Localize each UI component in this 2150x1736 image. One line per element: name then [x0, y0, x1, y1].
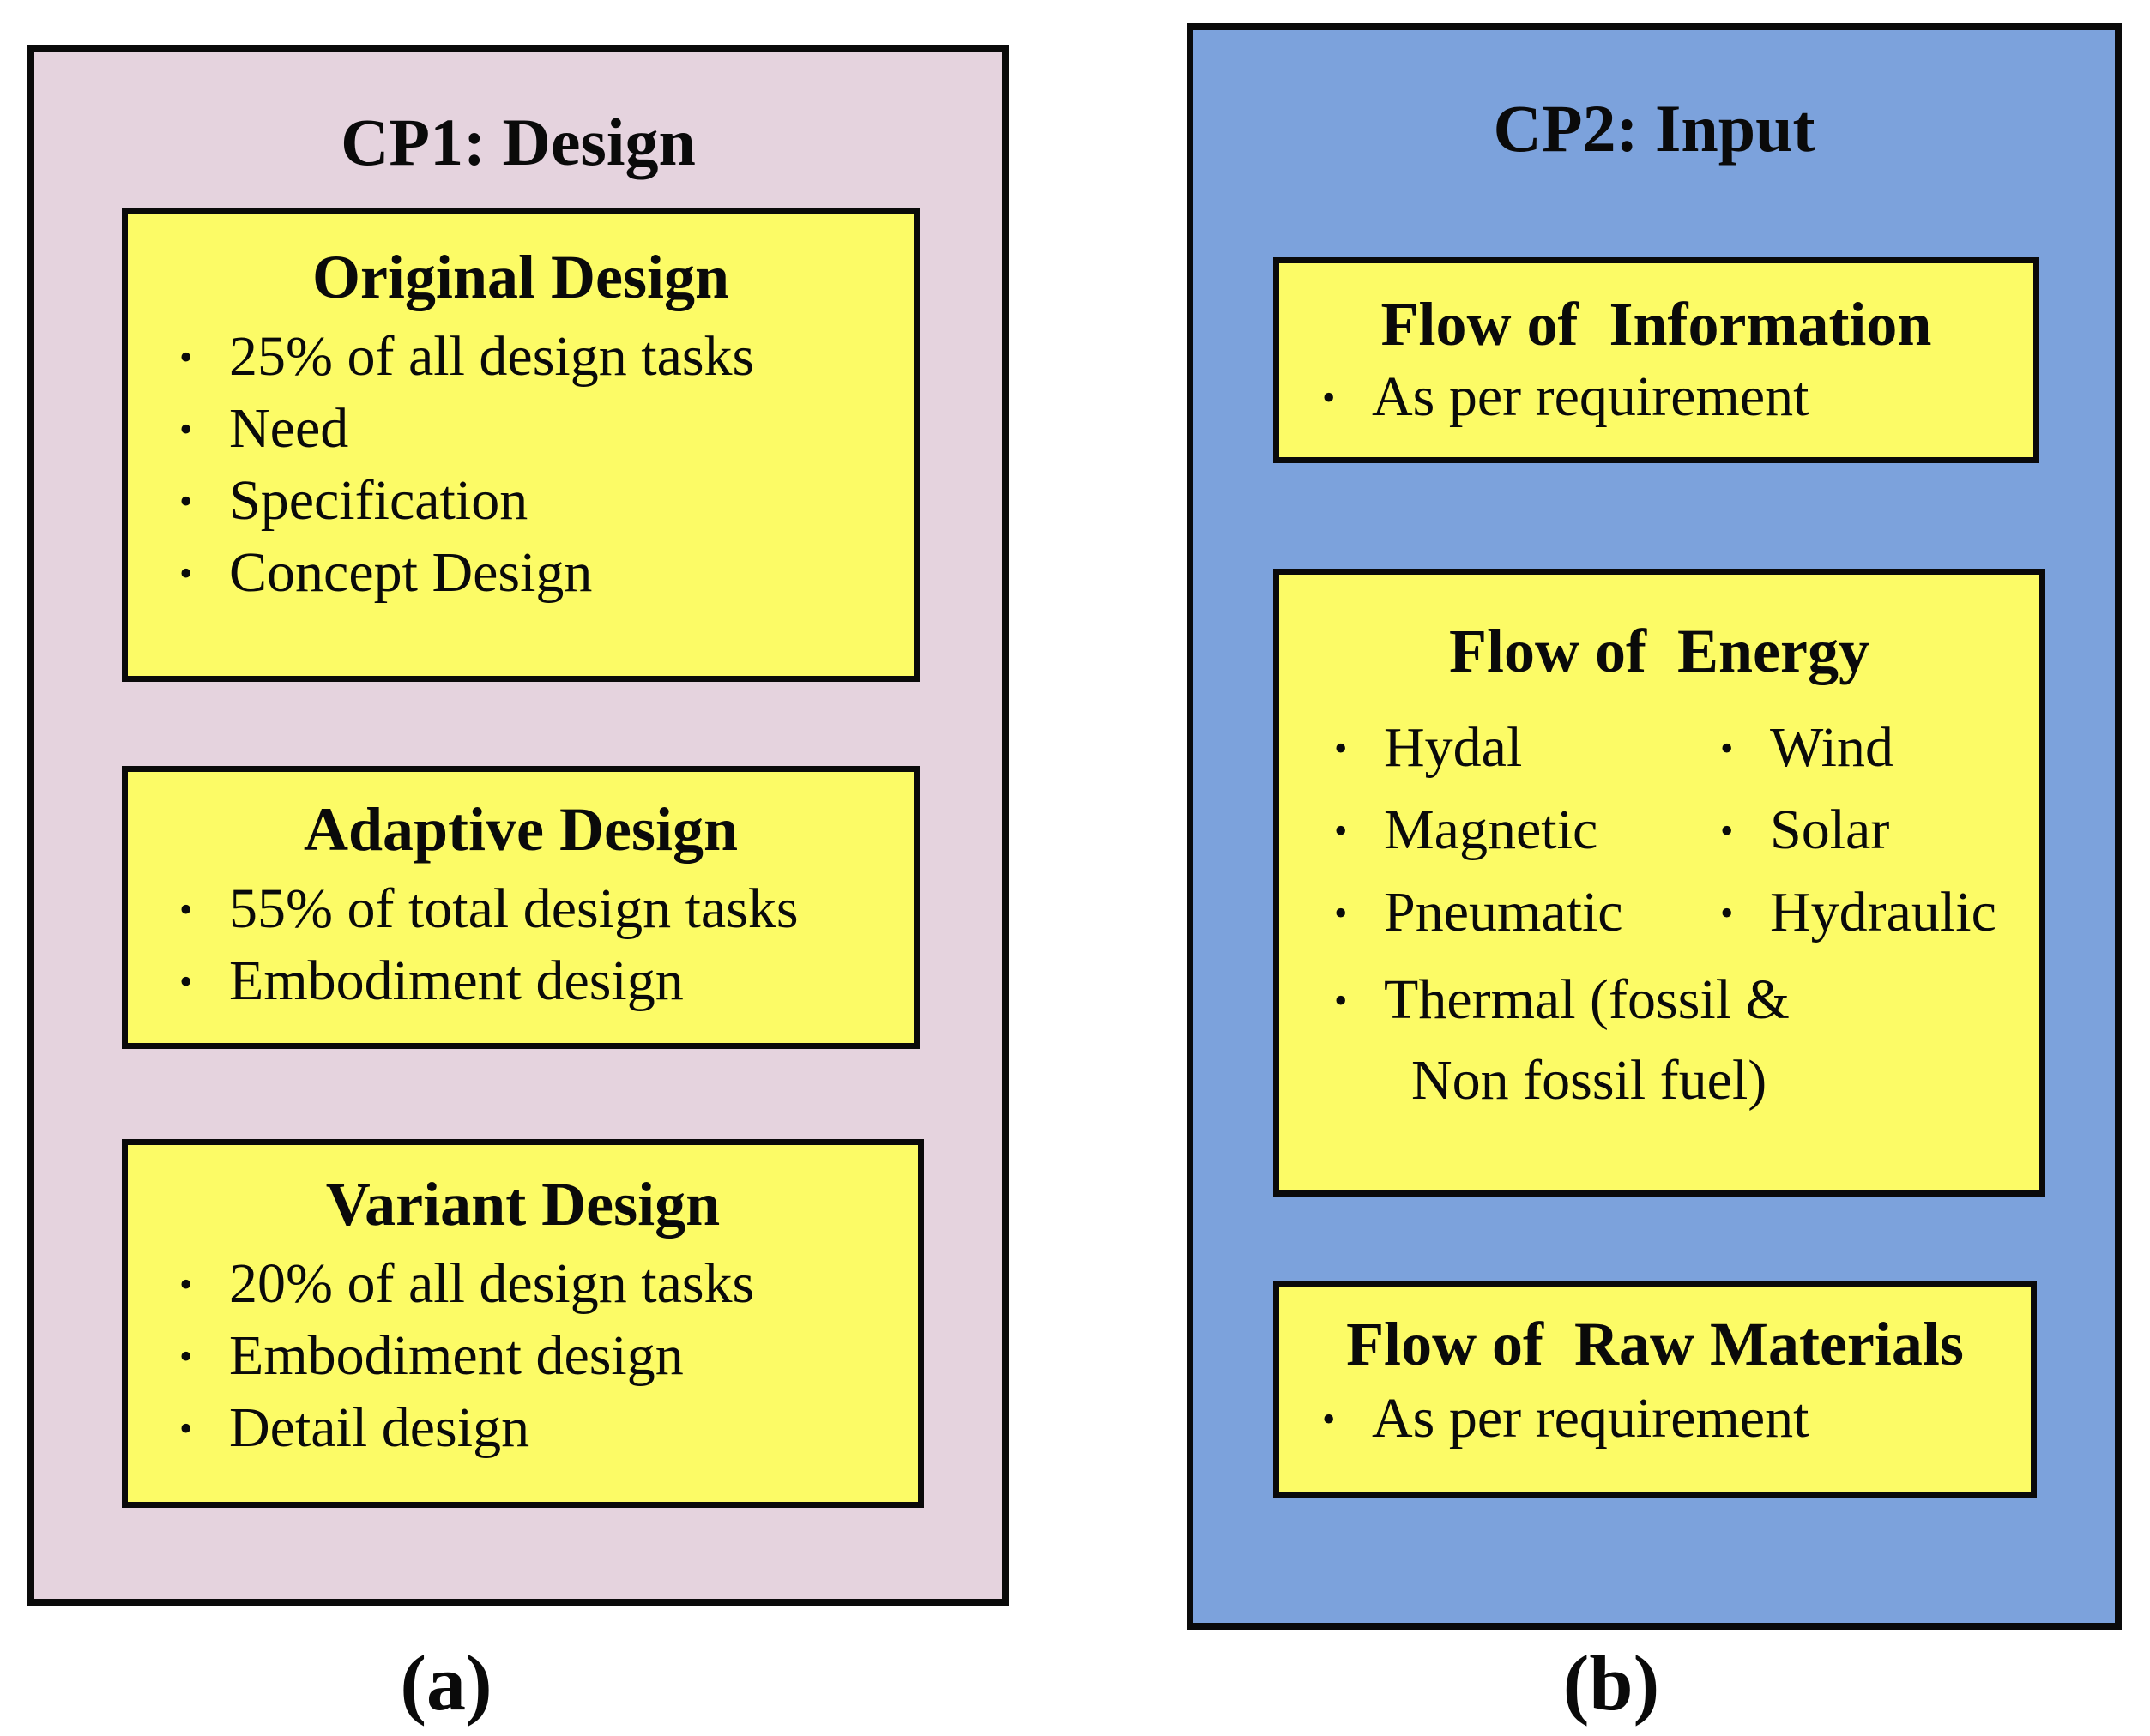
list-item: • Solar [1708, 798, 2039, 863]
list-item-text: 20% of all design tasks [229, 1252, 755, 1316]
flow-of-energy-box: Flow of Energy • Hydal • Wind • Magnet [1273, 569, 2045, 1197]
list-item-text: Hydraulic [1770, 880, 1996, 943]
list-item-text: Pneumatic [1384, 880, 1623, 943]
list-item: • Embodiment design [128, 949, 914, 1014]
list-item: • Magnetic [1322, 798, 1708, 863]
adaptive-design-title: Adaptive Design [303, 795, 739, 864]
bullet-icon: • [1720, 809, 1734, 852]
bullet-icon: • [1322, 377, 1336, 419]
panel-cp1-title: CP1: Design [341, 105, 696, 179]
panel-cp2-title: CP2: Input [1493, 91, 1815, 166]
list-item-text: Embodiment design [229, 949, 684, 1012]
adaptive-design-box: Adaptive Design • 55% of total design ta… [122, 766, 920, 1049]
bullet-icon: • [1334, 891, 1348, 934]
original-design-box: Original Design • 25% of all design task… [122, 208, 920, 682]
energy-list: • Hydal • Wind • Magnetic • Sola [1279, 715, 2039, 1112]
list-item-text: Specification [229, 468, 528, 532]
list-item: • Pneumatic [1322, 880, 1708, 945]
list-item-text: Wind [1770, 716, 1893, 780]
bullet-icon: • [1720, 727, 1734, 770]
bullet-icon: • [179, 336, 193, 379]
caption-b: (b) [1562, 1639, 1660, 1727]
energy-row: • Magnetic • Solar [1322, 798, 2039, 863]
flow-of-raw-materials-box: Flow of Raw Materials • As per requireme… [1273, 1281, 2037, 1498]
bullet-icon: • [1334, 727, 1348, 770]
list-item: • 20% of all design tasks [128, 1251, 918, 1317]
panel-cp1-design: CP1: Design Original Design • 25% of all… [27, 45, 1009, 1606]
list-item: • As per requirement [1279, 1386, 2031, 1451]
list-item-text: 25% of all design tasks [229, 325, 755, 389]
energy-row: • Hydal • Wind [1322, 715, 2039, 781]
list-item: • Wind [1708, 715, 2039, 781]
list-item: • Hydal [1322, 715, 1708, 781]
list-item: • 25% of all design tasks [128, 324, 914, 389]
list-item: • 55% of total design tasks [128, 877, 914, 942]
list-item-text: 55% of total design tasks [229, 877, 799, 941]
list-item-text: Concept Design [229, 540, 593, 604]
flow-of-information-box: Flow of Information • As per requirement [1273, 257, 2039, 463]
list-item: • Need [128, 396, 914, 461]
flow-of-energy-title: Flow of Energy [1449, 617, 1869, 685]
list-item-text: Thermal (fossil & [1384, 967, 1790, 1031]
flow-of-raw-materials-title: Flow of Raw Materials [1346, 1310, 1964, 1378]
energy-row: • Pneumatic • Hydraulic [1322, 880, 2039, 945]
bullet-icon: • [179, 1263, 193, 1306]
list-item-text: Non fossil fuel) [1411, 1048, 1767, 1112]
list-item-text: Hydal [1384, 716, 1523, 780]
bullet-icon: • [179, 1335, 193, 1377]
bullet-icon: • [179, 479, 193, 522]
list-item-text: Need [229, 396, 349, 460]
bullet-icon: • [179, 889, 193, 931]
variant-design-title: Variant Design [325, 1170, 721, 1239]
list-item: • Hydraulic [1708, 880, 2039, 945]
bullet-icon: • [179, 960, 193, 1003]
list-item: • Concept Design [128, 540, 914, 606]
list-item-text: Magnetic [1384, 798, 1598, 861]
bullet-icon: • [1720, 891, 1734, 934]
caption-a: (a) [400, 1639, 492, 1727]
list-item: • Specification [128, 468, 914, 533]
bullet-icon: • [179, 552, 193, 594]
list-item: • Embodiment design [128, 1323, 918, 1389]
list-item-text: Solar [1770, 798, 1890, 861]
panel-cp2-input: CP2: Input Flow of Information • As per … [1187, 23, 2122, 1630]
bullet-icon: • [179, 1407, 193, 1450]
list-item: • Thermal (fossil & Non fossil fuel) [1322, 967, 2039, 1113]
bullet-icon: • [1334, 979, 1348, 1022]
bullet-icon: • [1334, 809, 1348, 852]
list-item-text: As per requirement [1372, 365, 1809, 429]
original-design-title: Original Design [311, 243, 730, 311]
thermal-item: Thermal (fossil & Non fossil fuel) [1384, 967, 1790, 1113]
list-item-text: As per requirement [1372, 1387, 1809, 1450]
list-item-text: Detail design [229, 1395, 530, 1459]
list-item: • Detail design [128, 1395, 918, 1461]
variant-design-box: Variant Design • 20% of all design tasks… [122, 1139, 924, 1508]
bullet-icon: • [1322, 1398, 1336, 1441]
list-item-text: Embodiment design [229, 1323, 684, 1387]
flow-of-information-title: Flow of Information [1380, 290, 1932, 359]
list-item: • As per requirement [1279, 365, 2033, 430]
bullet-icon: • [179, 407, 193, 450]
